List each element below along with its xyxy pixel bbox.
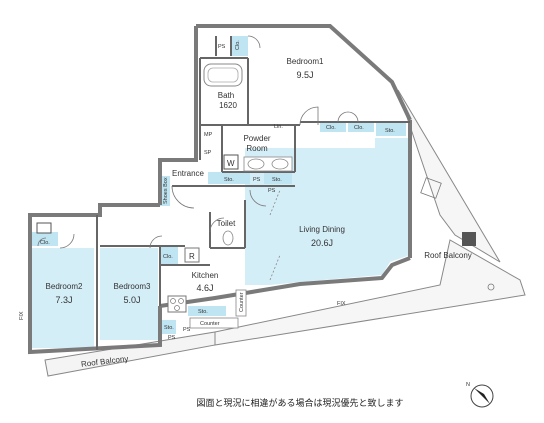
bedroom2-label: Bedroom2 — [46, 282, 83, 291]
closet-bedroom3 — [160, 246, 178, 264]
fix-label-south: FIX — [337, 301, 346, 307]
stove-burner-3 — [174, 305, 180, 311]
sto-label-top-right: Sto. — [385, 128, 395, 134]
ps-label-kitchen-1: PS — [168, 335, 176, 341]
storage-kitchen-left — [162, 320, 176, 334]
door-toilet — [209, 217, 225, 233]
sink-left — [247, 158, 265, 170]
bedroom1-area-label: 9.5J — [296, 70, 313, 80]
door-closet-b1 — [247, 35, 261, 49]
clo-label-2: Clo. — [354, 125, 364, 131]
sto-label-entrance: Sto. — [224, 177, 234, 183]
outer-wall-south-west — [28, 203, 162, 355]
drain-marker — [487, 283, 495, 291]
living-dining-label: Living Dining — [299, 225, 345, 234]
mp-label: MP — [204, 132, 213, 138]
entrance-label: Entrance — [172, 169, 205, 178]
storage-entrance — [208, 172, 250, 184]
closet-right-top — [348, 122, 374, 132]
shoes-box-label: Shoes Box — [163, 177, 169, 204]
bathtub-inner — [207, 67, 239, 83]
kitchen-area-label: 4.6J — [196, 283, 213, 293]
ps-label-hall: PS — [253, 177, 261, 183]
stove — [167, 295, 187, 313]
door-entrance — [171, 185, 195, 209]
sliding-mark-2 — [269, 254, 281, 281]
sto-label-kitchen: Sto. — [198, 309, 208, 315]
bedroom2-area — [32, 248, 94, 348]
shoes-box-area — [160, 176, 170, 206]
bedroom2-area-label: 7.3J — [55, 295, 72, 305]
washer-box — [223, 154, 239, 170]
door-bedroom1 — [299, 106, 319, 126]
storage-hall — [264, 172, 292, 184]
storage-top-right — [376, 122, 406, 136]
clo-label-b2: Clo. — [40, 240, 50, 246]
sliding-mark-1 — [269, 189, 281, 216]
bathtub — [203, 63, 243, 87]
bedroom3-area — [100, 248, 158, 340]
stove-burner-1 — [170, 298, 176, 304]
storage-kitchen — [188, 306, 226, 316]
compass-north-label: N — [466, 382, 470, 388]
compass-icon: N — [466, 382, 494, 408]
bath-label: Bath — [218, 91, 234, 100]
sink-right — [271, 158, 289, 170]
bedroom1-label: Bedroom1 — [287, 57, 324, 66]
ps-label-top: PS — [218, 44, 226, 50]
disclaimer-note: 図面と現況に相違がある場合は現況優先と致します — [196, 397, 403, 408]
door-closet-2 — [347, 111, 359, 123]
bedroom-ac-box — [36, 222, 52, 234]
counter-label-right: Counter — [239, 292, 245, 312]
fridge-box — [184, 247, 200, 263]
counter-label-bottom: Counter — [200, 321, 220, 327]
bedroom3-label: Bedroom3 — [114, 282, 151, 291]
toilet-bowl — [222, 230, 234, 246]
stove-burner-2 — [178, 298, 184, 304]
kitchen-counter-bottom — [189, 317, 239, 329]
door-closet-1 — [337, 111, 349, 123]
clo-label-b3: Clo. — [163, 254, 173, 260]
washbasin-counter — [243, 156, 293, 172]
skylight-marker — [420, 177, 442, 199]
kitchen-counter-right — [235, 289, 247, 317]
kitchen-label: Kitchen — [192, 271, 219, 280]
ps-label-hall-2: PS — [268, 188, 276, 194]
outer-wall-west-upper — [158, 26, 198, 205]
closet-left-top — [320, 122, 346, 132]
fridge-label: R — [189, 252, 195, 261]
door-living — [249, 189, 267, 207]
outer-wall-north — [196, 24, 412, 121]
sto-label-hall: Sto. — [272, 177, 282, 183]
bedroom3-area-label: 5.0J — [123, 295, 140, 305]
powder-room-label-2: Room — [246, 144, 268, 153]
lin-label: Lin. — [274, 124, 283, 130]
washer-label: W — [227, 159, 235, 168]
roof-balcony-right-label: Roof Balcony — [424, 251, 472, 260]
sp-label: SP — [204, 150, 212, 156]
door-bedroom2 — [59, 233, 75, 249]
clo-label-1: Clo. — [326, 125, 336, 131]
sto-label-kitchen-left: Sto. — [164, 325, 174, 331]
ps-label-kitchen-2: PS — [183, 327, 191, 333]
bath-size-label: 1620 — [219, 101, 237, 110]
living-dining-area-label: 20.6J — [311, 238, 333, 248]
clo-label-b1: Clo. — [235, 40, 241, 50]
toilet-label: Toilet — [217, 219, 236, 228]
door-bedroom3 — [149, 235, 163, 249]
closet-bedroom1 — [231, 36, 248, 56]
fix-label-west: FIX — [19, 311, 25, 320]
outer-wall-south-east — [159, 256, 411, 308]
powder-room-label-1: Powder — [243, 134, 270, 143]
door-b2-closet — [37, 237, 47, 247]
roof-balcony-right-area — [214, 239, 526, 346]
outdoor-unit — [462, 232, 476, 246]
roof-balcony-right-triangle — [397, 89, 501, 263]
